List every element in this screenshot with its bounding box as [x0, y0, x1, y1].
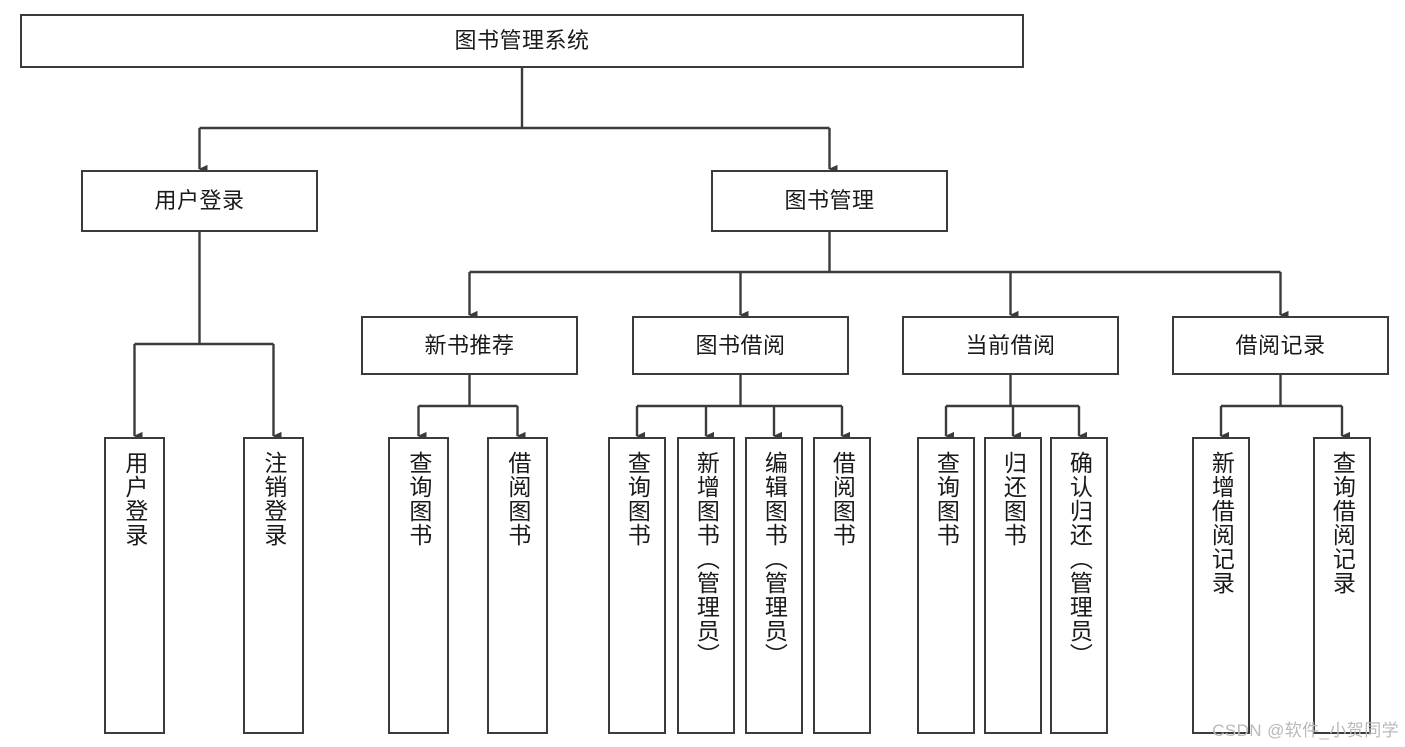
node-leaf-query-book-cur[interactable]: 查询图书 — [917, 437, 975, 734]
node-leaf-user-logout[interactable]: 注销登录 — [243, 437, 304, 734]
node-book-borrow[interactable]: 图书借阅 — [632, 316, 849, 375]
node-current-borrow[interactable]: 当前借阅 — [902, 316, 1119, 375]
node-leaf-query-book-cur-label: 查询图书 — [933, 451, 960, 547]
node-leaf-user-login-label: 用户登录 — [121, 451, 148, 547]
node-leaf-return-book-label: 归还图书 — [1000, 451, 1027, 547]
node-leaf-query-book-borrow[interactable]: 查询图书 — [608, 437, 666, 734]
node-leaf-return-book[interactable]: 归还图书 — [984, 437, 1042, 734]
node-leaf-borrow-book-rec-label: 借阅图书 — [504, 451, 531, 547]
node-current-borrow-label: 当前借阅 — [965, 332, 1056, 358]
node-leaf-query-borrow-record[interactable]: 查询借阅记录 — [1313, 437, 1371, 734]
node-leaf-borrow-book[interactable]: 借阅图书 — [813, 437, 871, 734]
node-leaf-borrow-book-rec[interactable]: 借阅图书 — [487, 437, 548, 734]
node-leaf-query-book-rec-label: 查询图书 — [405, 451, 432, 547]
node-book-manage[interactable]: 图书管理 — [711, 170, 948, 232]
node-leaf-edit-book-admin[interactable]: 编辑图书（管理员） — [745, 437, 803, 734]
node-leaf-edit-book-admin-label: 编辑图书（管理员） — [761, 451, 788, 667]
node-leaf-add-book-admin-label: 新增图书（管理员） — [693, 451, 720, 667]
node-leaf-query-book-borrow-label: 查询图书 — [624, 451, 651, 547]
node-borrow-record-label: 借阅记录 — [1235, 332, 1326, 358]
node-book-borrow-label: 图书借阅 — [695, 332, 786, 358]
node-leaf-confirm-return-admin[interactable]: 确认归还（管理员） — [1050, 437, 1108, 734]
node-leaf-query-book-rec[interactable]: 查询图书 — [388, 437, 449, 734]
node-leaf-user-logout-label: 注销登录 — [260, 451, 287, 547]
node-root[interactable]: 图书管理系统 — [20, 14, 1024, 68]
node-new-book-recommend[interactable]: 新书推荐 — [361, 316, 578, 375]
node-user-login[interactable]: 用户登录 — [81, 170, 318, 232]
node-leaf-user-login[interactable]: 用户登录 — [104, 437, 165, 734]
node-user-login-label: 用户登录 — [154, 188, 245, 214]
node-borrow-record[interactable]: 借阅记录 — [1172, 316, 1389, 375]
node-leaf-add-borrow-record-label: 新增借阅记录 — [1208, 451, 1235, 595]
node-new-book-recommend-label: 新书推荐 — [424, 332, 515, 358]
node-leaf-add-book-admin[interactable]: 新增图书（管理员） — [677, 437, 735, 734]
node-leaf-confirm-return-admin-label: 确认归还（管理员） — [1066, 451, 1093, 667]
node-root-label: 图书管理系统 — [454, 28, 590, 54]
node-leaf-borrow-book-label: 借阅图书 — [829, 451, 856, 547]
node-leaf-add-borrow-record[interactable]: 新增借阅记录 — [1192, 437, 1250, 734]
node-leaf-query-borrow-record-label: 查询借阅记录 — [1329, 451, 1356, 595]
node-book-manage-label: 图书管理 — [784, 188, 875, 214]
csdn-watermark: CSDN @软件_小贺同学 — [1212, 721, 1399, 740]
